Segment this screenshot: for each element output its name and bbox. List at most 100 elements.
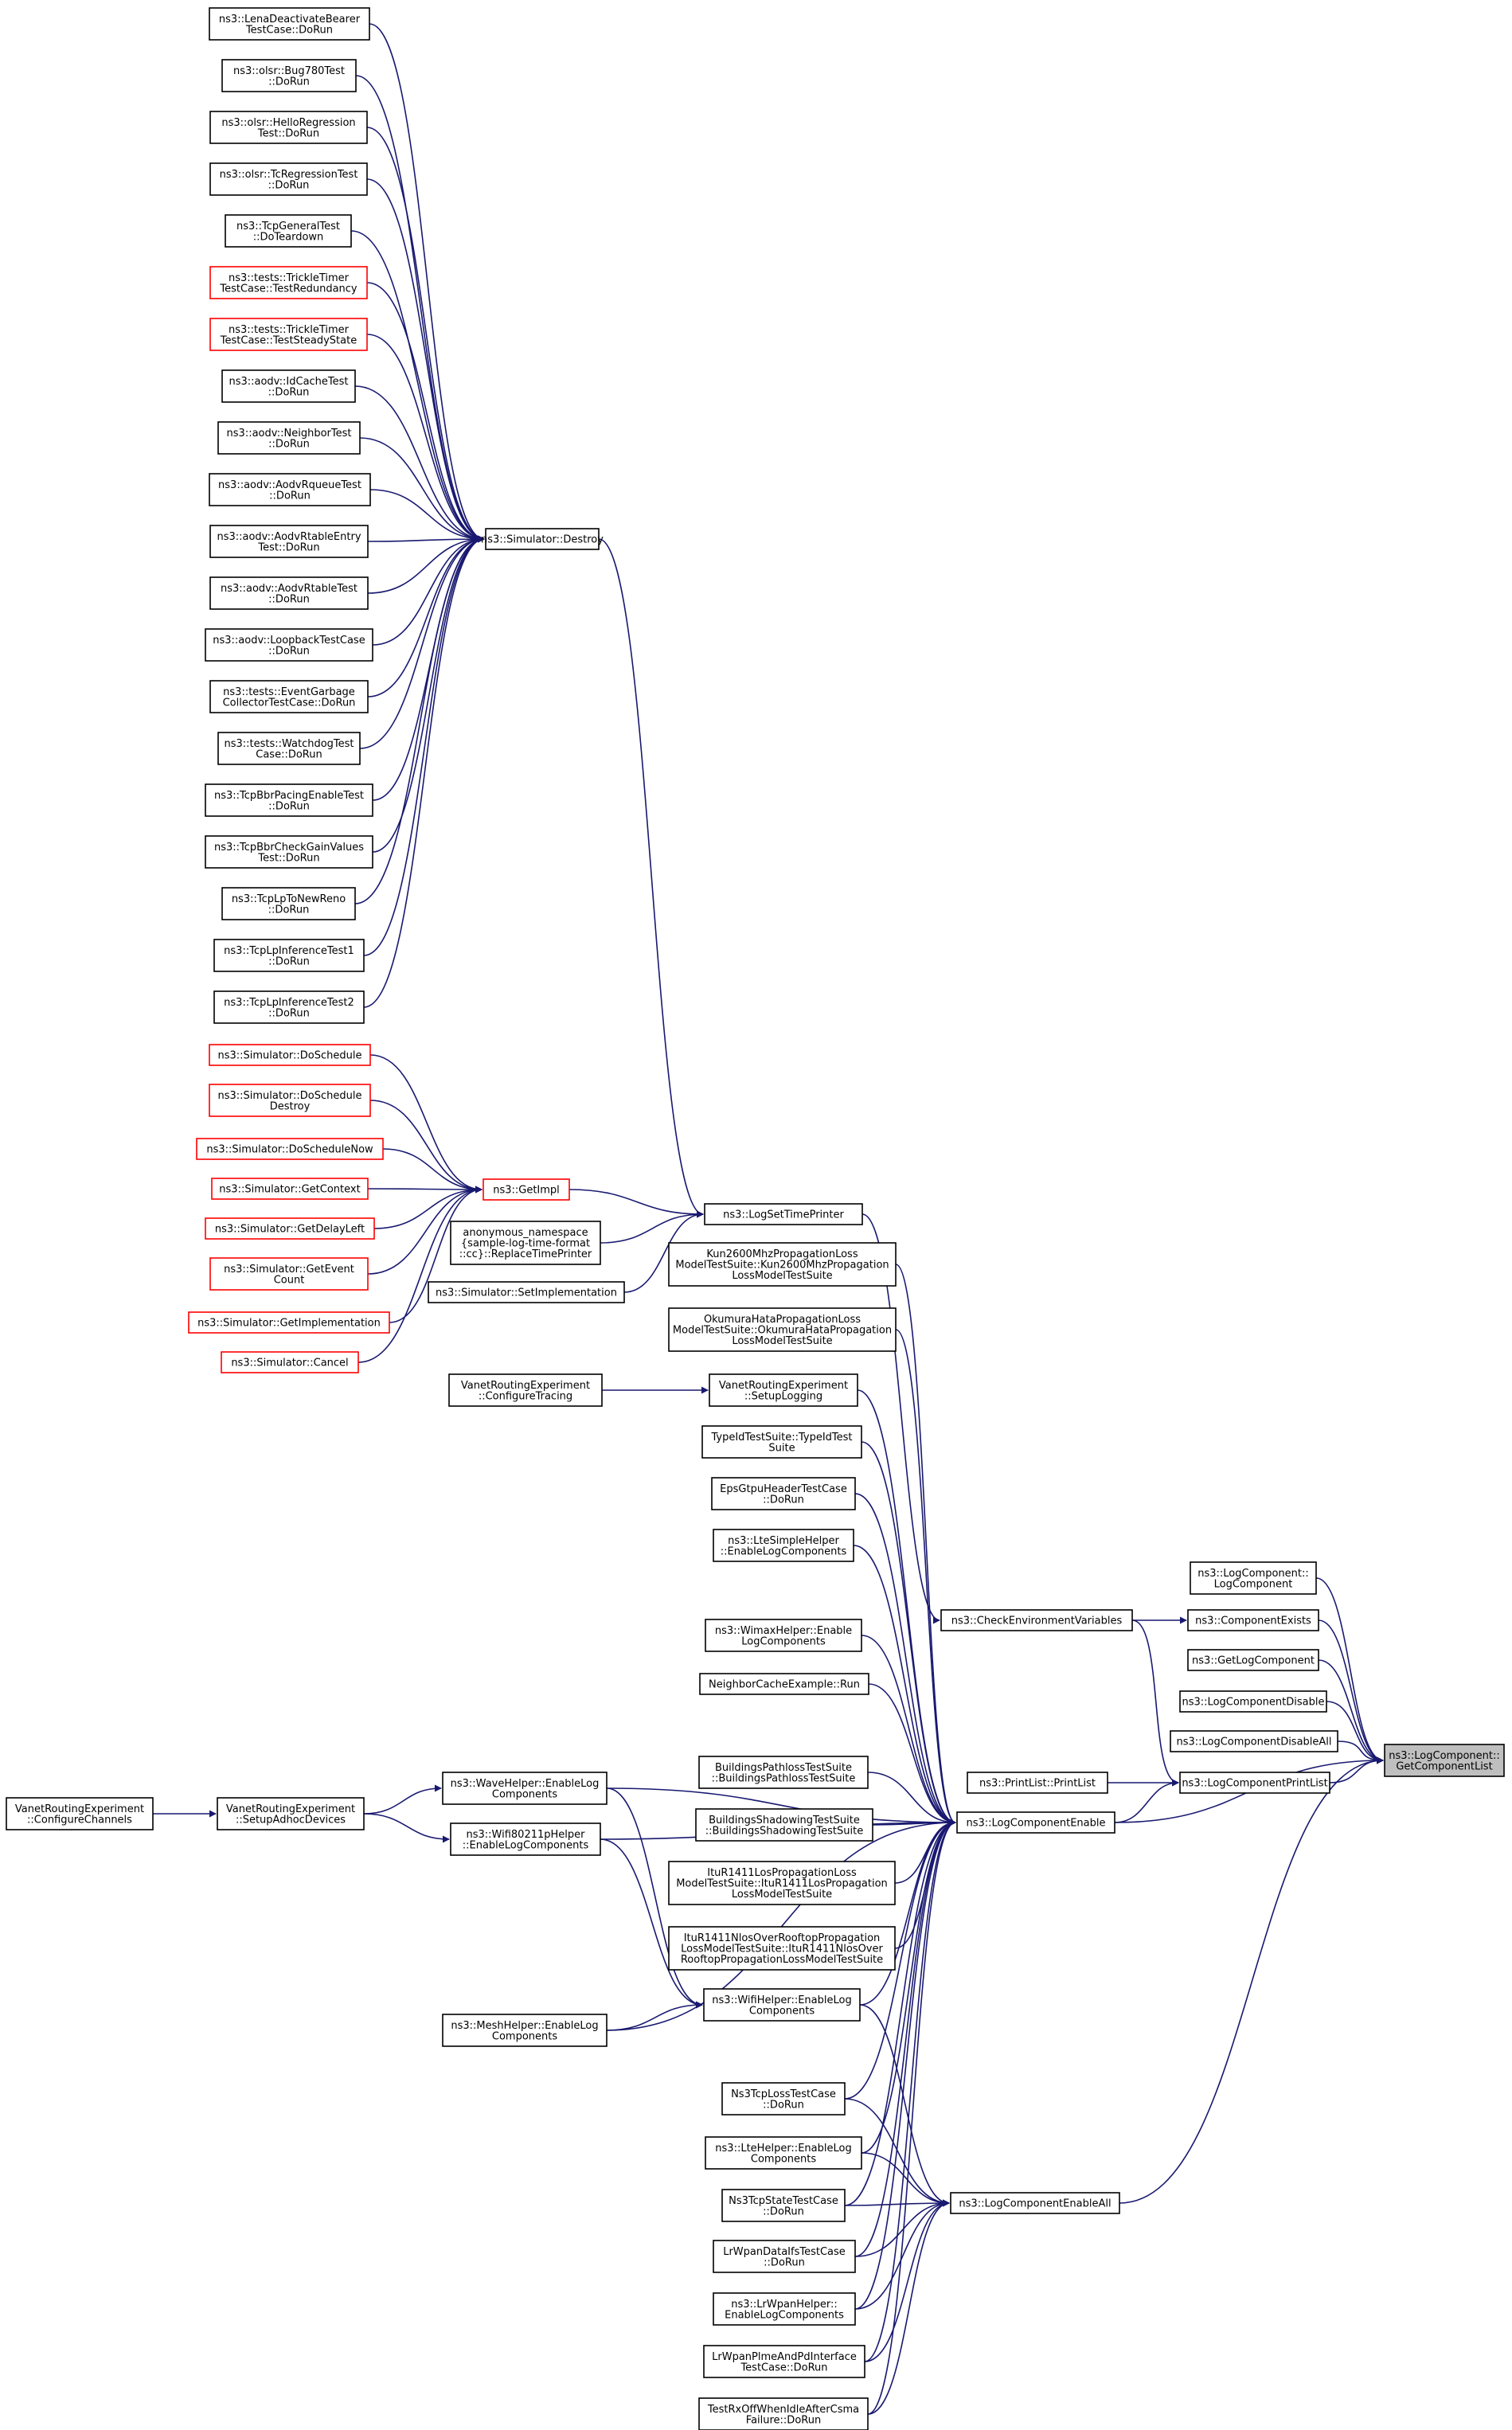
- node-okumura[interactable]: OkumuraHataPropagationLossModelTestSuite…: [668, 1307, 897, 1352]
- node-wimax[interactable]: ns3::WimaxHelper::EnableLogComponents: [705, 1619, 862, 1652]
- node-lcdisable[interactable]: ns3::LogComponentDisable: [1179, 1690, 1327, 1713]
- node-label: EnableLogComponents: [725, 2309, 844, 2321]
- node-tcpstate[interactable]: Ns3TcpStateTestCase::DoRun: [721, 2189, 846, 2222]
- node-label: ns3::Simulator::DoScheduleNow: [206, 1144, 373, 1156]
- edge-logcompenable-to-lcprintlist: [1114, 1779, 1179, 1823]
- node-itunlos[interactable]: ItuR1411NlosOverRooftopPropagationLossMo…: [668, 1926, 896, 1971]
- node-label: ns3::tests::TrickleTimer: [229, 272, 350, 284]
- node-label: ::DoRun: [268, 438, 310, 450]
- node-box: [221, 1351, 359, 1373]
- node-sim_dosched[interactable]: ns3::Simulator::DoSchedule: [209, 1044, 371, 1066]
- node-sim_setimpl[interactable]: ns3::Simulator::SetImplementation: [428, 1281, 625, 1303]
- node-logcompenable[interactable]: ns3::LogComponentEnable: [956, 1811, 1115, 1834]
- node-aodv_nbr[interactable]: ns3::aodv::NeighborTest::DoRun: [217, 421, 361, 455]
- node-epsgtpu[interactable]: EpsGtpuHeaderTestCase::DoRun: [711, 1477, 856, 1510]
- node-wifihelper[interactable]: ns3::WifiHelper::EnableLogComponents: [703, 1988, 861, 2022]
- node-typeid[interactable]: TypeIdTestSuite::TypeIdTestSuite: [701, 1425, 862, 1459]
- node-mesh[interactable]: ns3::MeshHelper::EnableLogComponents: [442, 2014, 608, 2047]
- node-trickle_red[interactable]: ns3::tests::TrickleTimerTestCase::TestRe…: [209, 266, 368, 299]
- node-vanet_sl[interactable]: VanetRoutingExperiment::SetupLogging: [709, 1373, 858, 1407]
- node-trickle_ss[interactable]: ns3::tests::TrickleTimerTestCase::TestSt…: [209, 318, 368, 351]
- edge-lrdata-to-logcompenableall: [854, 2199, 950, 2257]
- node-tcp_lp_inf2[interactable]: ns3::TcpLpInferenceTest2::DoRun: [213, 990, 365, 1024]
- edge-bldpath-to-logcompenable: [867, 1772, 956, 1826]
- node-box: [668, 1861, 896, 1905]
- node-sim_dosched_n[interactable]: ns3::Simulator::DoScheduleNow: [196, 1138, 384, 1160]
- node-label: ns3::WaveHelper::EnableLog: [451, 1778, 600, 1790]
- node-sim_getctx[interactable]: ns3::Simulator::GetContext: [211, 1178, 369, 1200]
- edge-sim_dosched_d-to-getimpl: [369, 1100, 483, 1194]
- node-sim_destroy[interactable]: ns3::Simulator::Destroy: [481, 528, 604, 550]
- edge-lrplme-to-logcompenableall: [864, 2199, 950, 2362]
- node-box: [209, 1257, 369, 1291]
- node-olsr_bug[interactable]: ns3::olsr::Bug780Test::DoRun: [221, 59, 357, 92]
- node-tcp_lp_reno[interactable]: ns3::TcpLpToNewReno::DoRun: [221, 887, 356, 920]
- node-vanet_cc[interactable]: VanetRoutingExperiment::ConfigureChannel…: [6, 1797, 154, 1830]
- node-label: ::DoRun: [763, 2099, 804, 2111]
- node-lrhelper[interactable]: ns3::LrWpanHelper::EnableLogComponents: [713, 2292, 856, 2326]
- node-wave[interactable]: ns3::WaveHelper::EnableLogComponents: [442, 1772, 608, 1805]
- node-tcploss[interactable]: Ns3TcpLossTestCase::DoRun: [721, 2082, 846, 2116]
- node-label: ::EnableLogComponents: [721, 1545, 847, 1557]
- node-neighcache[interactable]: NeighborCacheExample::Run: [699, 1673, 869, 1695]
- node-ltehelper[interactable]: ns3::LteHelper::EnableLogComponents: [705, 2136, 862, 2170]
- node-anon_ns[interactable]: anonymous_namespace{sample-log-time-form…: [450, 1221, 601, 1265]
- node-box: [698, 1756, 869, 1789]
- node-label: ModelTestSuite::Kun2600MhzPropagation: [675, 1260, 889, 1272]
- node-lcdisableall[interactable]: ns3::LogComponentDisableAll: [1170, 1730, 1338, 1752]
- node-label: ::DoRun: [268, 386, 310, 398]
- edge-epsgtpu-to-logcompenable: [854, 1493, 956, 1826]
- node-sim_cancel[interactable]: ns3::Simulator::Cancel: [221, 1351, 359, 1373]
- edge-tcp_lp_inf2-to-sim_destroy: [363, 535, 485, 1008]
- node-kun[interactable]: Kun2600MhzPropagationLossModelTestSuite:…: [668, 1242, 897, 1287]
- node-label: VanetRoutingExperiment: [226, 1803, 355, 1815]
- node-bldshadow[interactable]: BuildingsShadowingTestSuite::BuildingsSh…: [695, 1808, 873, 1842]
- node-aodv_rt[interactable]: ns3::aodv::AodvRtableTest::DoRun: [209, 576, 369, 610]
- node-lc_ctor[interactable]: ns3::LogComponent::LogComponent: [1190, 1561, 1317, 1595]
- node-aodv_loop[interactable]: ns3::aodv::LoopbackTestCase::DoRun: [205, 628, 373, 662]
- node-box: [956, 1811, 1115, 1834]
- edge-tcp_bbr_gain-to-sim_destroy: [372, 535, 485, 853]
- node-getlogcomp[interactable]: ns3::GetLogComponent: [1187, 1649, 1319, 1671]
- edge-logsettp-to-checkenv: [861, 1213, 940, 1624]
- node-tcp_bbr_pace[interactable]: ns3::TcpBbrPacingEnableTest::DoRun: [205, 783, 373, 817]
- node-aodv_idc[interactable]: ns3::aodv::IdCacheTest::DoRun: [221, 369, 356, 403]
- node-lcprintlist[interactable]: ns3::LogComponentPrintList: [1179, 1772, 1330, 1794]
- node-wifi80211p[interactable]: ns3::Wifi80211pHelper::EnableLogComponen…: [450, 1822, 601, 1856]
- node-compexists[interactable]: ns3::ComponentExists: [1187, 1609, 1319, 1631]
- node-vanet_ct[interactable]: VanetRoutingExperiment::ConfigureTracing: [448, 1373, 603, 1407]
- node-printlist[interactable]: ns3::PrintList::PrintList: [967, 1772, 1108, 1794]
- node-sim_getdelay[interactable]: ns3::Simulator::GetDelayLeft: [205, 1217, 375, 1240]
- node-logsettp[interactable]: ns3::LogSetTimePrinter: [704, 1203, 863, 1225]
- node-getimpl[interactable]: ns3::GetImpl: [483, 1178, 570, 1201]
- node-vanet_sad[interactable]: VanetRoutingExperiment::SetupAdhocDevice…: [217, 1797, 365, 1830]
- node-bldpath[interactable]: BuildingsPathlossTestSuite::BuildingsPat…: [698, 1756, 869, 1789]
- node-ltesimple[interactable]: ns3::LteSimpleHelper::EnableLogComponent…: [713, 1529, 854, 1562]
- node-logcompenableall[interactable]: ns3::LogComponentEnableAll: [950, 2192, 1120, 2214]
- node-itulos[interactable]: ItuR1411LosPropagationLossModelTestSuite…: [668, 1861, 896, 1905]
- node-evt_garbage[interactable]: ns3::tests::EventGarbageCollectorTestCas…: [209, 680, 369, 713]
- node-label: ns3::TcpGeneralTest: [236, 221, 340, 232]
- node-label: ::DoRun: [268, 645, 310, 657]
- node-tcp_general[interactable]: ns3::TcpGeneralTest::DoTeardown: [225, 214, 352, 248]
- node-tcp_lp_inf1[interactable]: ns3::TcpLpInferenceTest1::DoRun: [213, 939, 365, 972]
- node-sim_getimpl2[interactable]: ns3::Simulator::GetImplementation: [188, 1311, 390, 1334]
- node-checkenv[interactable]: ns3::CheckEnvironmentVariables: [940, 1609, 1133, 1631]
- node-lrdata[interactable]: LrWpanDataIfsTestCase::DoRun: [713, 2240, 856, 2273]
- node-aodv_rq[interactable]: ns3::aodv::AodvRqueueTest::DoRun: [209, 473, 371, 506]
- node-root[interactable]: ns3::LogComponent::GetComponentList: [1384, 1744, 1505, 1777]
- node-box: [711, 1477, 856, 1510]
- edge-wave-to-wifihelper: [606, 1787, 703, 2009]
- node-label: ns3::tests::EventGarbage: [223, 686, 355, 698]
- node-olsr_tc[interactable]: ns3::olsr::TcRegressionTest::DoRun: [209, 162, 368, 196]
